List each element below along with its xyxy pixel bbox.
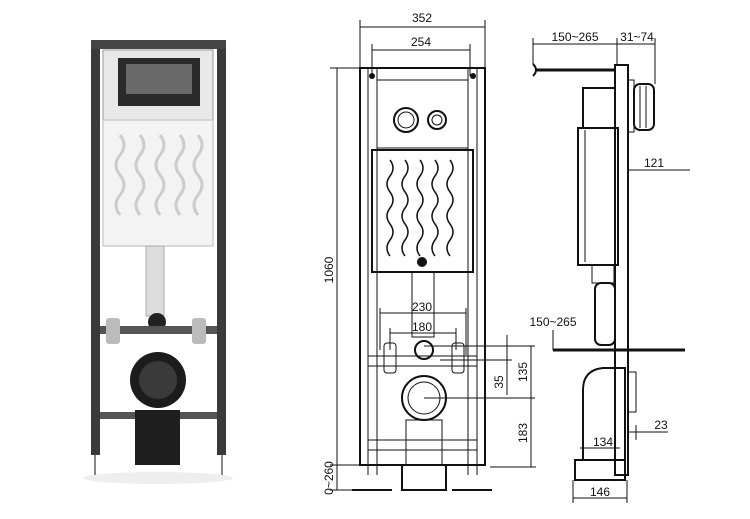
front-view xyxy=(352,67,535,491)
dim-bolt-depth: 150~265 xyxy=(529,315,576,329)
front-dimension-lines xyxy=(330,20,536,491)
dim-bracket-outer: 230 xyxy=(412,300,432,314)
dim-cistern-depth: 121 xyxy=(644,156,664,170)
dim-panel-width: 254 xyxy=(411,35,431,49)
dim-plate-depth: 31~74 xyxy=(620,30,654,44)
side-view xyxy=(532,63,690,481)
product-render xyxy=(83,40,233,484)
dim-base-depth: 146 xyxy=(590,485,610,499)
dim-top-depth: 150~265 xyxy=(551,30,598,44)
dim-bracket-inner: 180 xyxy=(412,320,432,334)
dim-leg-adjust: 0~260 xyxy=(322,461,336,495)
dim-inlet-offset: 35 xyxy=(492,375,506,389)
side-dimension-lines xyxy=(532,38,668,503)
dim-outlet-height-a: 135 xyxy=(516,362,530,382)
dim-frame-width: 352 xyxy=(412,11,432,25)
dim-foot-depth: 23 xyxy=(654,418,668,432)
dim-frame-height: 1060 xyxy=(322,256,336,283)
dim-elbow-depth: 134 xyxy=(593,435,613,449)
dim-outlet-height-b: 183 xyxy=(516,423,530,443)
